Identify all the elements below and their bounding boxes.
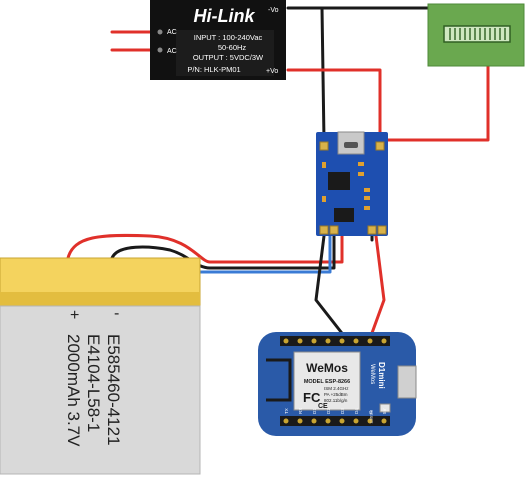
pin-label: D3 xyxy=(340,408,345,414)
charger-smd-parts xyxy=(322,162,370,210)
wemos-reset-button xyxy=(379,403,391,413)
charger-module xyxy=(316,131,388,236)
battery-line1: E585460-4121 xyxy=(104,334,123,446)
hilink-pin-neg: -Vo xyxy=(268,7,279,14)
battery-line3: 2000mAh 3.7V xyxy=(64,334,83,447)
wemos-spec2: PA +25dBm xyxy=(324,392,348,397)
wemos-side-bottom: WeMos xyxy=(369,364,375,384)
pin-label: D1 xyxy=(312,408,317,414)
hilink-output: OUTPUT : 5VDC/3W xyxy=(193,53,264,62)
wemos-bottom-header-pins xyxy=(283,418,387,424)
charger-pads xyxy=(319,141,387,235)
wemos-top-header-pins xyxy=(283,338,387,344)
hilink-pin-dot-ac2 xyxy=(157,47,163,53)
wemos-bottom-header xyxy=(280,416,390,426)
hilink-pin-pos: +Vo xyxy=(266,68,278,75)
wemos-antenna xyxy=(266,358,292,402)
battery-blue-wire xyxy=(198,234,332,274)
wemos-logo: WeMos xyxy=(306,361,348,375)
hilink-label-plate xyxy=(176,30,274,76)
pin-label: D2 xyxy=(326,408,331,414)
battery-band xyxy=(0,292,200,306)
pin-label: TX xyxy=(284,408,289,414)
hilink-pin-ac1: AC xyxy=(167,29,177,36)
hilink-module: Hi-Link INPUT : 100-240Vac 50-60Hz OUTPU… xyxy=(150,0,286,80)
charger-chip-2 xyxy=(334,208,354,222)
hilink-freq: 50-60Hz xyxy=(218,43,247,52)
wemos-usb xyxy=(397,365,417,399)
battery-silver-body xyxy=(0,305,201,475)
pin-label: D4 xyxy=(354,408,359,414)
usb-port xyxy=(344,142,358,148)
battery-black-wire xyxy=(110,234,336,270)
wemos-top-header xyxy=(280,336,390,346)
battery: + - E585460-4121 E4104-L58-1 2000mAh 3.7… xyxy=(0,257,201,475)
wemos-spec1: ISM 2.4GHz xyxy=(324,386,349,391)
battery-plus: + xyxy=(70,307,79,324)
esp-shield xyxy=(293,351,361,411)
wemos-board: WeMos MODEL ESP-8266 FC ISM 2.4GHz PA +2… xyxy=(258,332,417,436)
battery-red-wire xyxy=(66,233,344,264)
pin-label: G xyxy=(368,410,373,414)
hilink-pin-ac2: AC xyxy=(167,48,177,55)
hilink-part: P/N: HLK-PM01 xyxy=(187,65,240,74)
hilink-brand: Hi-Link xyxy=(194,6,256,26)
neg-wire-charger xyxy=(320,6,326,142)
wemos-fcc: FC xyxy=(303,390,321,405)
pos-wire-charger xyxy=(286,68,382,142)
hilink-pin-dot-ac1 xyxy=(157,29,163,35)
battery-minus: - xyxy=(114,305,119,322)
pin-label: RX xyxy=(298,408,303,414)
out-red-wire xyxy=(366,234,386,346)
battery-line2: E4104-L58-1 xyxy=(84,334,103,432)
green-panel-stripes xyxy=(449,28,506,40)
out-black-wire xyxy=(314,234,354,348)
wemos-reset-label: RESET xyxy=(369,410,374,424)
wemos-side-top: D1mini xyxy=(377,362,386,389)
wemos-spec3: 802.11b/g/n xyxy=(324,398,348,403)
hilink-input: INPUT : 100-240Vac xyxy=(194,33,263,42)
green-panel xyxy=(427,3,525,67)
wemos-bottom-pin-labels: TX RX D1 D2 D3 D4 G 5V xyxy=(284,408,387,414)
wemos-ce: CE xyxy=(318,403,328,410)
charger-chip-1 xyxy=(328,172,350,190)
wemos-model: MODEL ESP-8266 xyxy=(304,379,350,385)
pin-label: 5V xyxy=(382,408,387,414)
